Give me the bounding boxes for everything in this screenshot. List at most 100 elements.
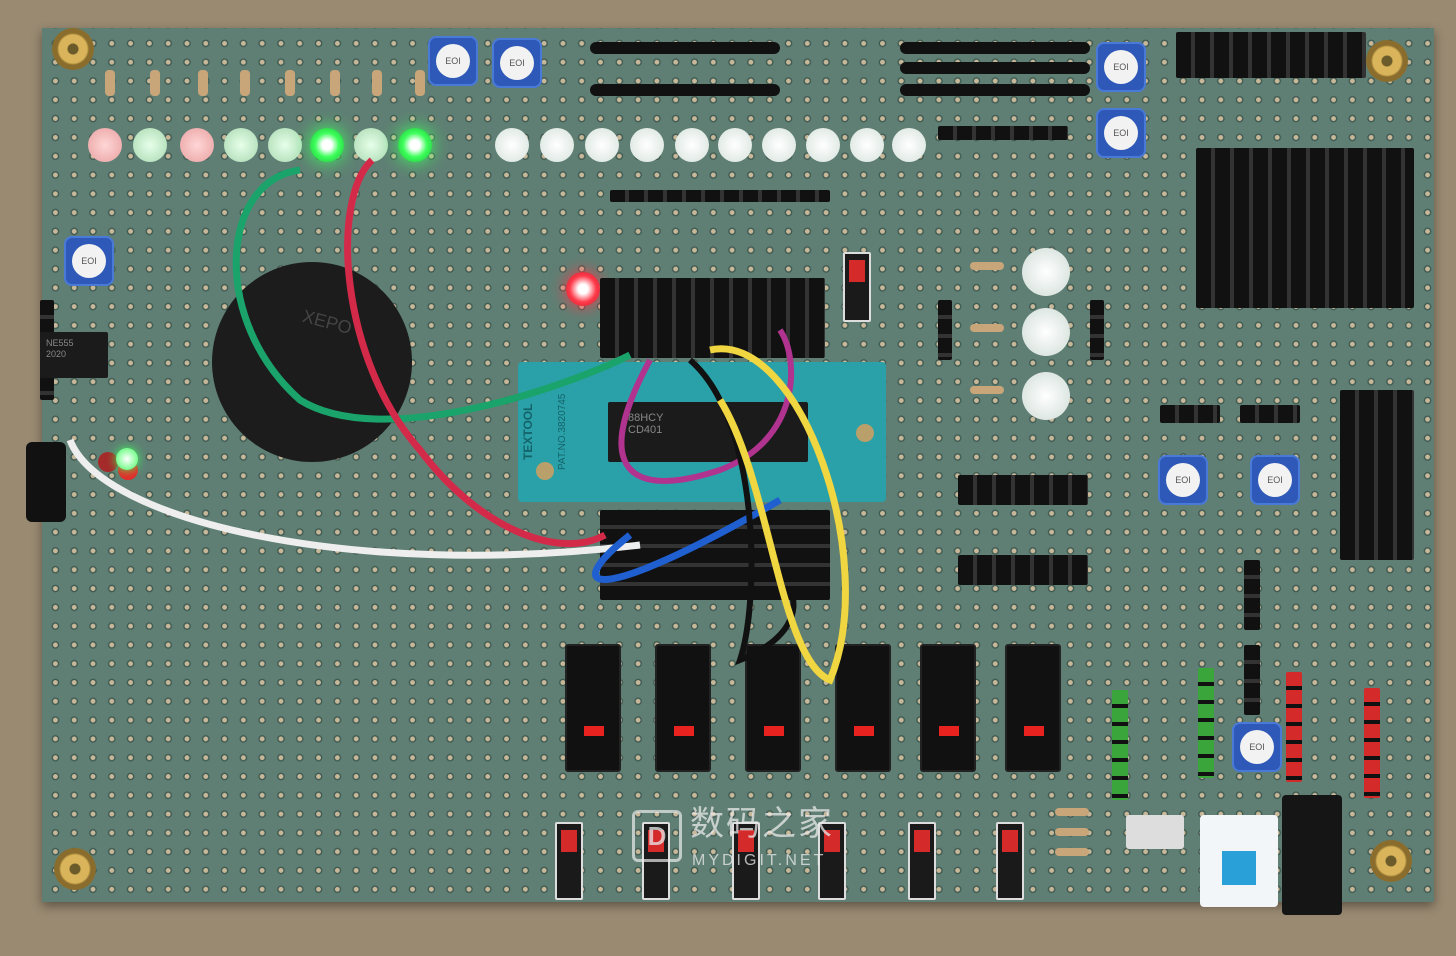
led [495,128,529,162]
led [180,128,214,162]
led [540,128,574,162]
buzzer: XEPO [212,262,412,462]
trimmer-potentiometer: EOI [1096,42,1146,92]
pin-header [610,190,830,202]
resistor [330,70,340,96]
led [718,128,752,162]
led [762,128,796,162]
trimmer-label: EOI [500,46,534,80]
trimmer-potentiometer: EOI [1232,722,1282,772]
mounting-screw [54,848,96,890]
watermark-chinese-text: 数码之家 [690,804,834,844]
electrolytic-capacitor [26,442,66,522]
pin-header [1340,390,1414,560]
pin-header [1090,300,1104,360]
wire-white [66,438,641,559]
slide-switch [565,644,621,772]
led [224,128,258,162]
tactile-button [1126,815,1184,849]
chip-marking: CD401 [628,424,663,436]
led-large [1022,248,1070,296]
led [398,128,432,162]
mini-slide-switch [818,822,846,900]
wire-purple [618,328,795,484]
jumper-bar [900,84,1090,96]
trimmer-potentiometer: EOI [1250,455,1300,505]
resistor [1055,828,1089,836]
chip-marking: NE555 [46,338,74,348]
mini-slide-switch [843,252,871,322]
pin-header [958,555,1088,585]
trimmer-label: EOI [1258,463,1292,497]
pin-header [1244,645,1260,715]
led [630,128,664,162]
switch-knob [738,830,754,852]
led [88,128,122,162]
led [806,128,840,162]
led [675,128,709,162]
pin-header [1196,148,1414,308]
push-button [1200,815,1278,907]
pin-header [938,300,952,360]
resistor [970,386,1004,394]
wire-green [232,166,632,423]
switch-knob [764,726,784,736]
led [892,128,926,162]
screw-icon [536,462,554,480]
switch-knob [854,726,874,736]
switch-knob [939,726,959,736]
wire-black [688,357,797,666]
led-large [1022,372,1070,420]
resistor [1055,808,1089,816]
slide-switch [1005,644,1061,772]
mini-slide-switch [732,822,760,900]
switch-knob [1002,830,1018,852]
resistor [150,70,160,96]
trimmer-label: EOI [436,44,470,78]
dc-jack [1282,795,1342,915]
trimmer-label: EOI [1240,730,1274,764]
trimmer-potentiometer: EOI [1158,455,1208,505]
slide-switch [835,644,891,772]
led [850,128,884,162]
trimmer-label: EOI [72,244,106,278]
led-large [1022,308,1070,356]
led [310,128,344,162]
switch-knob [849,260,865,282]
screw-icon [856,424,874,442]
pin-header [958,475,1088,505]
pin-header [1176,32,1366,78]
wire-red [344,157,607,548]
pin-header [1160,405,1220,423]
mini-slide-switch [996,822,1024,900]
watermark-logo-icon: D [632,810,682,862]
zif-socket: TEXTOOL PAT.NO.3820745 88HCY CD401 [518,362,886,502]
pin-header [938,126,1068,140]
trimmer-label: EOI [1166,463,1200,497]
led [268,128,302,162]
trimmer-potentiometer: EOI [1096,108,1146,158]
mounting-screw [1370,840,1412,882]
chip-marking: 2020 [46,348,67,359]
ne555-chip: NE555 2020 [40,332,108,378]
pin-header [1244,560,1260,630]
wire-blue [592,496,782,583]
jumper-bar [900,42,1090,54]
wire-yellow [709,345,849,685]
switch-knob [561,830,577,852]
resistor [415,70,425,96]
jumper-bar [590,42,780,54]
mounting-screw [1366,40,1408,82]
pin-header-colored [1198,668,1214,778]
resistor [198,70,208,96]
switch-knob [1024,726,1044,736]
led [354,128,388,162]
switch-knob [584,726,604,736]
resistor [970,262,1004,270]
jumper-bar [900,62,1090,74]
pin-header-colored [1112,690,1128,800]
pin-header [600,510,830,600]
push-button-cap [1222,851,1256,885]
jumper-bar [590,84,780,96]
